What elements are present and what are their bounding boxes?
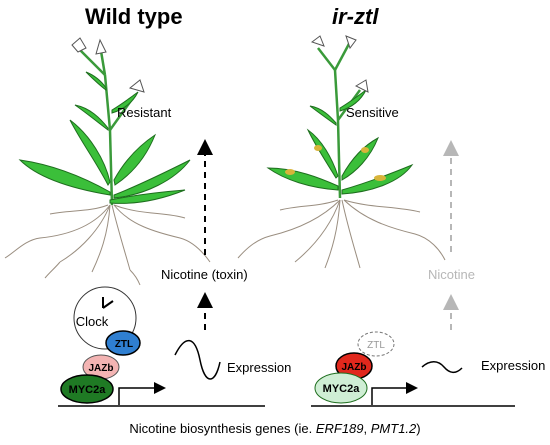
caption-gene1: ERF189 (315, 421, 364, 436)
myc2a-wild-type (60, 374, 114, 404)
ir-ztl-product: Nicotine (428, 267, 475, 282)
ir-ztl-roots (237, 199, 446, 269)
ztl-mutant-label: ZTL (367, 340, 385, 351)
ztl-mutant-dashed (357, 331, 395, 357)
ir-ztl-plant (237, 35, 446, 269)
wild-type-title: Wild type (85, 4, 183, 29)
wild-type-product: Nicotine (toxin) (161, 267, 248, 282)
ztl-wild-type-label: ZTL (115, 339, 133, 350)
wild-type-expression-label: Expression (227, 360, 292, 375)
ir-ztl-phenotype: Sensitive (346, 105, 399, 120)
jazb-wild-type-label: JAZb (89, 363, 114, 374)
caption-prefix: Nicotine biosynthesis genes (ie. (129, 421, 316, 436)
myc2a-wild-type-label: MYC2a (69, 384, 107, 396)
wild-type-flowers (71, 37, 145, 93)
gene-caption: Nicotine biosynthesis genes (ie. ERF189,… (0, 421, 550, 436)
wild-type-phenotype: Resistant (117, 105, 172, 120)
wild-type-promoter-arrow (118, 382, 166, 405)
clock-label: Clock (76, 314, 109, 329)
clock-hands-icon (102, 297, 114, 309)
ir-ztl-flowers (310, 35, 369, 93)
jazb-mutant-label: JAZb (342, 362, 367, 373)
wild-type-plant (4, 37, 211, 286)
caption-sep: , (363, 421, 371, 436)
caption-suffix: ) (416, 421, 421, 436)
ir-ztl-expression-label: Expression (481, 358, 546, 373)
ir-ztl-expression-wave (421, 361, 463, 374)
myc2a-mutant-label: MYC2a (323, 383, 361, 395)
ir-ztl-title: ir-ztl (332, 4, 378, 30)
ir-ztl-title-text: ir-ztl (332, 4, 379, 29)
ir-ztl-promoter-arrow (371, 382, 418, 405)
caption-gene2: PMT1.2 (370, 421, 417, 436)
wild-type-expression-wave (174, 339, 221, 380)
wild-type-roots (4, 204, 211, 286)
ir-ztl-stem (317, 41, 362, 199)
myc2a-mutant (314, 372, 368, 404)
ir-ztl-lesions (285, 145, 386, 181)
wild-type-leaves (18, 71, 191, 204)
ztl-wild-type (105, 330, 141, 356)
